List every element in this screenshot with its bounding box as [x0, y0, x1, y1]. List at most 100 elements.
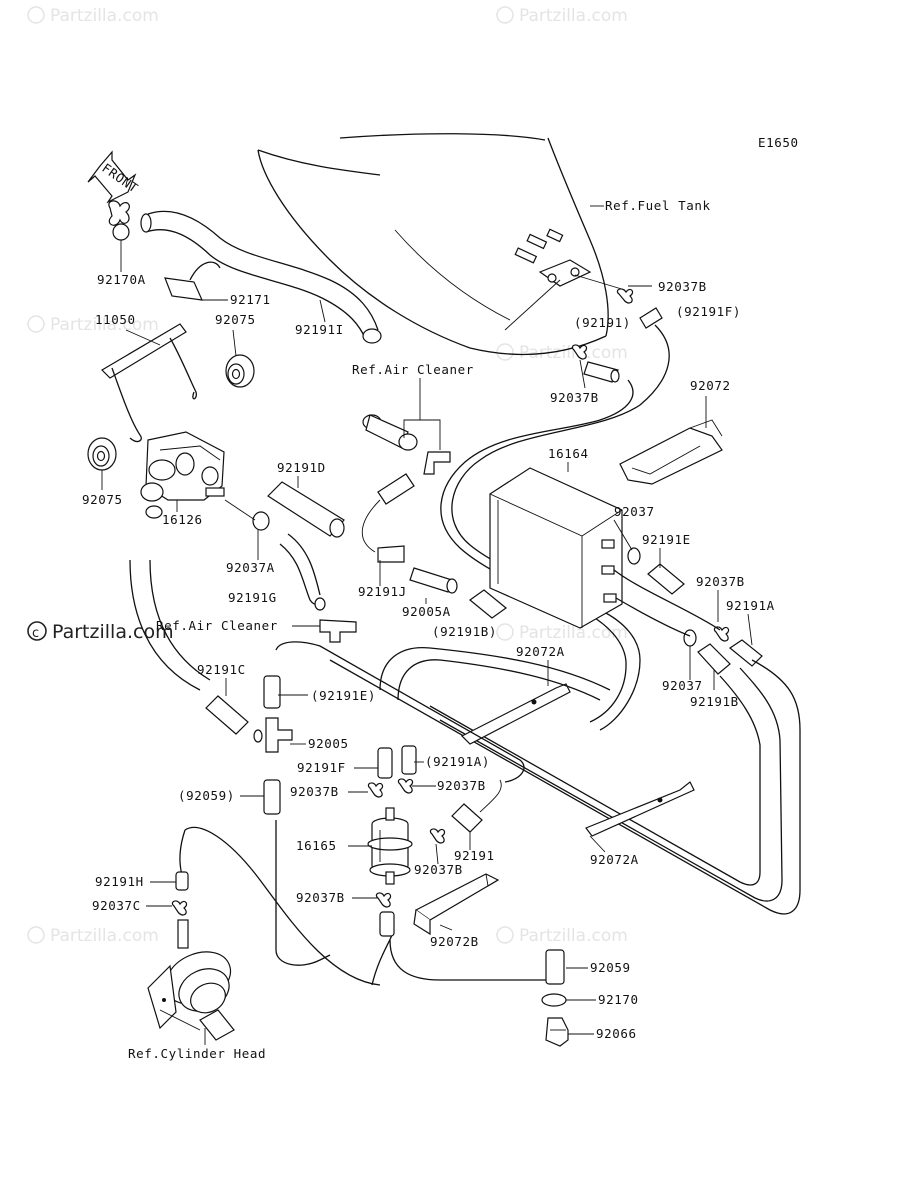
label-92037B-7[interactable]: 92037B [296, 890, 345, 905]
hose-92191-top [571, 344, 620, 383]
hose-routing-right [440, 324, 670, 731]
label-92037-1[interactable]: 92037 [614, 504, 655, 519]
tee-fitting-92005 [253, 717, 293, 753]
watermark-layer: Partzilla.com Partzilla.com Partzilla.co… [27, 6, 628, 946]
hose-92191C [205, 695, 249, 735]
label-16165[interactable]: 16165 [296, 838, 337, 853]
label-16164[interactable]: 16164 [548, 446, 589, 461]
label-92037B-5[interactable]: 92037B [437, 778, 486, 793]
strap-92072A-lower [585, 781, 695, 837]
valve-16126 [140, 431, 225, 519]
hose-92191H [175, 871, 189, 891]
label-92191A-paren[interactable]: (92191A) [425, 754, 490, 769]
label-92072B[interactable]: 92072B [430, 934, 479, 949]
clamp-92037B-right [397, 778, 414, 794]
clamp-92037-lower [683, 629, 697, 647]
label-92191[interactable]: 92191 [454, 848, 495, 863]
clamp-92037C [171, 900, 188, 916]
watermark-main: Partzilla.com [52, 621, 174, 643]
watermark-text: Partzilla.com [50, 315, 159, 335]
clamp-92037-upper [627, 547, 641, 565]
canister-outlet-hoses [329, 569, 801, 915]
label-92191G[interactable]: 92191G [228, 590, 277, 605]
hose-92191D [267, 481, 345, 538]
hose-92191B [697, 643, 731, 675]
label-92066[interactable]: 92066 [596, 1026, 637, 1041]
label-92037B-3[interactable]: 92037B [696, 574, 745, 589]
label-ref-cylinder-head: Ref.Cylinder Head [128, 1046, 266, 1061]
hose-92191A [713, 626, 763, 667]
label-92037B-6[interactable]: 92037B [414, 862, 463, 877]
label-ref-air-cleaner-mid: Ref.Air Cleaner [156, 618, 278, 633]
diagram-code: E1650 [758, 135, 799, 150]
watermark-text: Partzilla.com [50, 6, 159, 26]
grommet-92075-top [225, 354, 255, 388]
label-92191F-paren[interactable]: (92191F) [676, 304, 741, 319]
fitting-92005A [409, 567, 458, 594]
fuel-tank-fittings [504, 228, 626, 331]
leader-lines [101, 205, 753, 1045]
label-92075-top[interactable]: 92075 [215, 312, 256, 327]
clamp-92037B-lower-right [429, 828, 446, 844]
label-92191H[interactable]: 92191H [95, 874, 144, 889]
bracket-11050 [101, 323, 197, 443]
hose-92191I [140, 210, 382, 344]
label-92075-left[interactable]: 92075 [82, 492, 123, 507]
label-92059-paren[interactable]: (92059) [178, 788, 235, 803]
hose-92191 [451, 779, 502, 833]
label-92005[interactable]: 92005 [308, 736, 349, 751]
fuel-tank-outline [257, 133, 609, 356]
air-cleaner-fitting-mid [292, 619, 357, 643]
air-cleaner-fitting-top [362, 404, 451, 475]
label-92171[interactable]: 92171 [230, 292, 271, 307]
label-92037A[interactable]: 92037A [226, 560, 275, 575]
label-92191D[interactable]: 92191D [277, 460, 326, 475]
label-92059[interactable]: 92059 [590, 960, 631, 975]
label-92170A[interactable]: 92170A [97, 272, 146, 287]
valve-92066 [545, 1017, 569, 1047]
part-labels: Ref.Fuel Tank 92170A 92171 11050 92075 9… [82, 198, 775, 1061]
label-92037C[interactable]: 92037C [92, 898, 141, 913]
label-92191E[interactable]: 92191E [642, 532, 691, 547]
hose-92191G [279, 533, 326, 611]
label-92037-2[interactable]: 92037 [662, 678, 703, 693]
label-92191B[interactable]: 92191B [690, 694, 739, 709]
label-11050[interactable]: 11050 [95, 312, 136, 327]
label-92191-paren[interactable]: (92191) [574, 315, 631, 330]
hose-92191F-top [616, 288, 663, 329]
label-92191A[interactable]: 92191A [726, 598, 775, 613]
hose-92059-paren [263, 779, 281, 815]
label-92191F[interactable]: 92191F [297, 760, 346, 775]
hose-92191J [361, 473, 415, 563]
label-92191B-paren[interactable]: (92191B) [432, 624, 497, 639]
label-92037B-1[interactable]: 92037B [658, 279, 707, 294]
strap-92072 [619, 419, 723, 485]
hose-92059 [545, 949, 565, 985]
svg-text:c: c [32, 626, 39, 641]
label-ref-fuel-tank: Ref.Fuel Tank [605, 198, 711, 213]
hose-92191E [647, 563, 685, 595]
label-92191E-paren[interactable]: (92191E) [311, 688, 376, 703]
clamp-92037A [224, 499, 270, 531]
label-92191I[interactable]: 92191I [295, 322, 344, 337]
grommet-92075-left [87, 437, 117, 471]
label-92191J[interactable]: 92191J [358, 584, 407, 599]
label-92072A-2[interactable]: 92072A [590, 852, 639, 867]
copyright-icon [27, 621, 47, 641]
clamp-92037B-bottom [375, 892, 395, 937]
label-92072[interactable]: 92072 [690, 378, 731, 393]
label-92072A-1[interactable]: 92072A [516, 644, 565, 659]
label-92037B-4[interactable]: 92037B [290, 784, 339, 799]
hose-92191E-paren [263, 675, 281, 709]
hose-92191F [377, 747, 393, 779]
label-92170[interactable]: 92170 [598, 992, 639, 1007]
label-92191C[interactable]: 92191C [197, 662, 246, 677]
label-16126[interactable]: 16126 [162, 512, 203, 527]
front-arrow: FRONT [87, 150, 141, 204]
watermark-text: Partzilla.com [519, 623, 628, 643]
clip-92170 [541, 993, 567, 1007]
label-92037B-2[interactable]: 92037B [550, 390, 599, 405]
label-92005A[interactable]: 92005A [402, 604, 451, 619]
